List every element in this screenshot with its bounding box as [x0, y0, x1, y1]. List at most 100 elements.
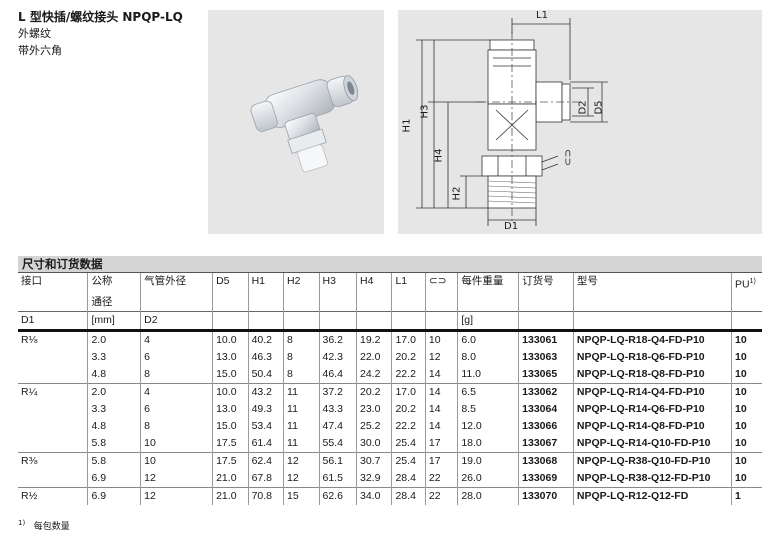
table-cell: NPQP-LQ-R14-Q6-FD-P10: [572, 400, 732, 418]
table-cell: NPQP-LQ-R14-Q10-FD-P10: [572, 434, 732, 452]
table-cell: 67.8: [247, 469, 284, 487]
table-cell: 133063: [518, 348, 574, 366]
table-cell: 8: [140, 417, 213, 435]
table-cell: 1: [731, 486, 762, 505]
table-cell: 133066: [518, 417, 574, 435]
table-cell: 11: [283, 382, 319, 401]
unit-cell: D2: [140, 310, 213, 332]
table-cell: 70.8: [247, 486, 284, 505]
table-cell: 8: [283, 365, 319, 383]
product-title: L 型快插/螺纹接头 NPQP-LQ: [18, 10, 183, 24]
table-cell: 62.6: [318, 486, 357, 505]
table-cell: 5.8: [87, 451, 141, 470]
col-header-nominal: 公称: [87, 273, 141, 294]
unit-row: D1[mm]D2[g]: [18, 310, 762, 332]
unit-cell: [283, 310, 319, 332]
table-cell: 5.8: [87, 434, 141, 452]
unit-cell: [391, 310, 426, 332]
col-header-part-no: 订货号: [518, 273, 574, 294]
table-cell: 12.0: [457, 417, 519, 435]
table-cell: 17.5: [212, 434, 249, 452]
col-header-d5: D5: [212, 273, 249, 294]
col-header-pu: PU1): [731, 273, 762, 294]
table-cell: 133062: [518, 382, 574, 401]
table-cell: 10: [424, 330, 458, 349]
table-cell: 11: [283, 417, 319, 435]
table-cell: NPQP-LQ-R14-Q4-FD-P10: [572, 382, 732, 401]
table-cell: [18, 418, 88, 435]
table-cell: 26.0: [457, 469, 519, 487]
table-cell: 10: [731, 330, 762, 349]
table-cell: 11: [283, 434, 319, 452]
footnote: 1) 每包数量: [18, 519, 70, 532]
table-cell: 50.4: [247, 365, 284, 383]
table-cell: 133069: [518, 469, 574, 487]
table-cell: NPQP-LQ-R12-Q12-FD: [572, 486, 732, 505]
table-cell: 11: [283, 400, 319, 418]
table-cell: 10: [731, 400, 762, 418]
table-cell: 56.1: [318, 451, 357, 470]
table-cell: 4.8: [87, 417, 141, 435]
table-cell: 25.2: [355, 417, 392, 435]
table-cell: 10: [731, 365, 762, 383]
unit-cell: [mm]: [87, 310, 141, 332]
table-cell: 6.9: [87, 469, 141, 487]
table-cell: 17: [424, 434, 458, 452]
fitting-photo-illustration: [250, 75, 359, 173]
table-cell: 133064: [518, 400, 574, 418]
technical-drawing: [416, 18, 608, 226]
table-cell: 133067: [518, 434, 574, 452]
table-cell: 25.4: [391, 434, 426, 452]
table-cell: R¼: [18, 382, 88, 401]
table-cell: 46.3: [247, 348, 284, 366]
table-cell: 10: [140, 451, 213, 470]
unit-cell: [g]: [457, 310, 519, 332]
table-cell: NPQP-LQ-R18-Q8-FD-P10: [572, 365, 732, 383]
table-cell: 10: [731, 434, 762, 452]
table-cell: 6: [140, 348, 213, 366]
col-header-tube-od: 气管外径: [140, 273, 213, 294]
table-cell: 10: [731, 451, 762, 470]
table-cell: [18, 366, 88, 384]
feature-external-thread: 外螺纹: [18, 27, 51, 40]
table-cell: 12: [283, 451, 319, 470]
table-cell: 24.2: [355, 365, 392, 383]
table-cell: [18, 470, 88, 488]
table-cell: NPQP-LQ-R18-Q6-FD-P10: [572, 348, 732, 366]
table-cell: 42.3: [318, 348, 357, 366]
table-cell: 8.5: [457, 400, 519, 418]
table-cell: 15.0: [212, 417, 249, 435]
table-cell: 2.0: [87, 382, 141, 401]
feature-hex: 带外六角: [18, 44, 62, 57]
table-cell: 133061: [518, 330, 574, 349]
footnote-mark: 1): [18, 519, 26, 527]
table-cell: 25.4: [391, 451, 426, 470]
table-cell: R⅛: [21, 333, 38, 346]
table-cell: 4: [140, 382, 213, 401]
unit-cell: [318, 310, 357, 332]
unit-cell: [355, 310, 392, 332]
table-cell: 43.2: [247, 382, 284, 401]
table-cell: R⅜: [18, 451, 88, 470]
col-header-nominal-sub: 通径: [87, 293, 141, 311]
pu-footnote-mark: 1): [749, 278, 756, 285]
table-cell: 2.0: [87, 330, 141, 349]
table-cell: 22.2: [391, 417, 426, 435]
table-cell: 10: [731, 348, 762, 366]
table-cell: 11.0: [457, 365, 519, 383]
table-cell: NPQP-LQ-R14-Q8-FD-P10: [572, 417, 732, 435]
unit-cell: [212, 310, 249, 332]
table-cell: 22.2: [391, 365, 426, 383]
table-cell: 62.4: [247, 451, 284, 470]
table-cell: 21.0: [212, 469, 249, 487]
data-grid: 接口 公称 气管外径 D5 H1 H2 H3 H4 L1 ⊂⊃ 每件重量 订货号…: [18, 273, 762, 505]
table-cell: 61.5: [318, 469, 357, 487]
table-cell: 55.4: [318, 434, 357, 452]
table-cell: 17.0: [391, 330, 426, 349]
